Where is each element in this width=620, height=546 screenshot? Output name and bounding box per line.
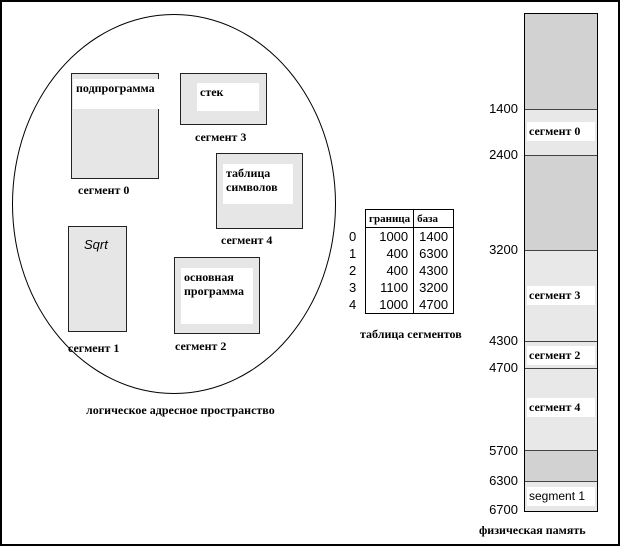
memory-address-4300: 4300 (489, 333, 518, 348)
memory-address-3200: 3200 (489, 242, 518, 257)
memory-address-6300: 6300 (489, 473, 518, 488)
segment-limit: 400 (364, 245, 415, 262)
memory-address-1400: 1400 (489, 101, 518, 116)
segment-index: 3 (349, 280, 357, 295)
segment-limit: 1000 (364, 227, 415, 245)
segment-base: 6300 (413, 245, 455, 262)
segment-index: 0 (349, 228, 357, 244)
table-row: 1 400 6300 (349, 245, 455, 262)
memory-address-4700: 4700 (489, 360, 518, 375)
segment-0-label: сегмент 0 (78, 183, 130, 197)
segment-2-label: сегмент 2 (175, 339, 227, 353)
memory-free-block (525, 156, 597, 251)
memory-block-segment-2: сегмент 2 (525, 342, 597, 369)
memory-label-segment-0: сегмент 0 (527, 122, 595, 141)
segment-table-base-header: база (413, 209, 455, 228)
segment-limit: 400 (364, 262, 415, 279)
segment-base: 4700 (413, 296, 455, 314)
physical-memory-column: сегмент 0 сегмент 3 сегмент 2 сегмент 4 … (524, 13, 598, 512)
segment-base: 4300 (413, 262, 455, 279)
segment-base: 3200 (413, 279, 455, 296)
memory-address-5700: 5700 (489, 443, 518, 458)
segment-0-box: подпрограмма (71, 73, 159, 179)
segment-limit: 1100 (364, 279, 415, 296)
segment-1-name: Sqrt (84, 237, 108, 252)
memory-label-segment-3: сегмент 3 (527, 286, 595, 305)
segment-index: 1 (349, 246, 357, 261)
segment-table-caption: таблица сегментов (360, 327, 462, 341)
physical-memory-caption: физическая память (479, 523, 586, 537)
memory-block-segment-1: segment 1 (525, 482, 597, 511)
segment-3-name: стек (197, 83, 259, 111)
memory-free-block (525, 451, 597, 482)
logical-address-space-title: логическое адресное пространство (86, 403, 275, 417)
segment-table: граница база 0 1000 1400 1 400 6300 2 40… (349, 209, 455, 314)
logical-address-space-ellipse (12, 14, 336, 394)
segment-1-box: Sqrt (68, 226, 127, 332)
table-row: 4 1000 4700 (349, 296, 455, 314)
memory-label-segment-2: сегмент 2 (527, 346, 595, 365)
segment-4-name: таблица символов (223, 164, 293, 204)
segment-0-name: подпрограмма (73, 79, 159, 109)
segment-2-name: основная программа (181, 268, 253, 324)
table-row: 3 1100 3200 (349, 279, 455, 296)
segment-3-box: стек (180, 73, 267, 125)
segment-table-limit-header: граница (364, 209, 415, 228)
memory-address-2400: 2400 (489, 147, 518, 162)
segment-4-label: сегмент 4 (221, 233, 273, 247)
memory-address-6700: 6700 (489, 502, 518, 517)
segment-3-label: сегмент 3 (195, 130, 247, 144)
memory-label-segment-4: сегмент 4 (527, 398, 595, 417)
memory-free-block (525, 14, 597, 110)
memory-label-segment-1: segment 1 (527, 487, 595, 506)
segment-1-label: сегмент 1 (68, 341, 120, 355)
memory-block-segment-0: сегмент 0 (525, 110, 597, 156)
memory-block-segment-3: сегмент 3 (525, 251, 597, 342)
memory-block-segment-4: сегмент 4 (525, 369, 597, 451)
segment-table-index-header (349, 210, 366, 228)
segment-table-header-row: граница база (349, 209, 455, 228)
segment-base: 1400 (413, 227, 455, 245)
segment-2-box: основная программа (174, 257, 260, 334)
table-row: 0 1000 1400 (349, 227, 455, 245)
segment-limit: 1000 (364, 296, 415, 314)
segment-index: 4 (349, 297, 357, 313)
table-row: 2 400 4300 (349, 262, 455, 279)
segment-4-box: таблица символов (216, 153, 303, 229)
segment-index: 2 (349, 263, 357, 278)
